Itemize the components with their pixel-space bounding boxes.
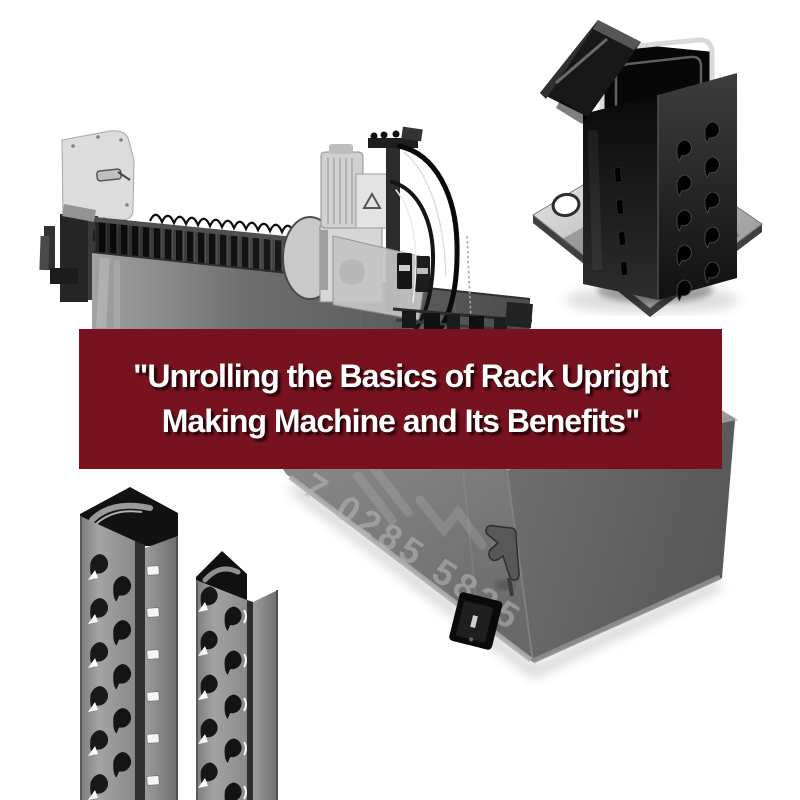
uncoiler — [39, 130, 135, 302]
lifting-hook — [485, 524, 520, 581]
hanging-chain — [466, 235, 472, 319]
box-right-face — [507, 420, 735, 662]
motor — [320, 144, 364, 229]
guard-plate — [332, 235, 429, 321]
flange-slots — [146, 565, 160, 786]
upright-post-right — [196, 551, 278, 800]
power-socket — [449, 592, 503, 650]
roll-forming-machine-photo — [39, 126, 533, 349]
rack-upright-sample-photo — [532, 20, 763, 317]
warning-triangle-icon — [362, 191, 382, 209]
plate-hole — [551, 192, 581, 218]
emboss-logo-shapes — [353, 463, 487, 550]
hydraulic-hoses — [390, 143, 460, 336]
outfeed-rollers — [392, 301, 533, 334]
title-line-1: "Unrolling the Basics of Rack Upright — [133, 358, 669, 395]
upright-sample-body — [583, 73, 737, 302]
cutting-unit — [282, 126, 533, 336]
electrical-box — [355, 173, 391, 229]
title-banner: "Unrolling the Basics of Rack Upright Ma… — [79, 329, 722, 469]
upright-post-left — [80, 487, 178, 800]
rack-upright-posts-render — [80, 487, 278, 800]
insert-channel-piece — [540, 20, 641, 124]
solenoid-valves — [397, 253, 430, 292]
title-line-2: Making Machine and Its Benefits" — [161, 402, 640, 439]
